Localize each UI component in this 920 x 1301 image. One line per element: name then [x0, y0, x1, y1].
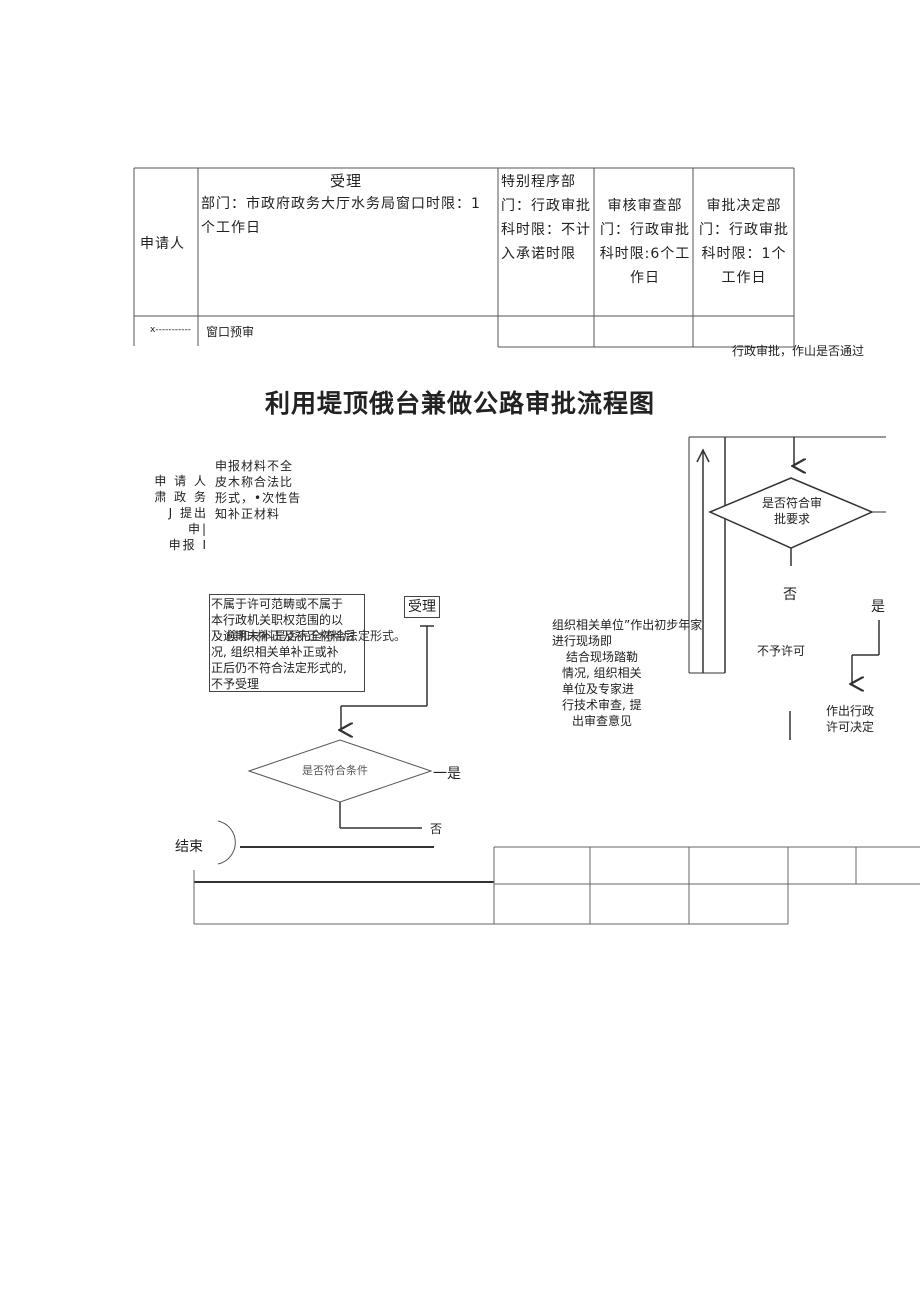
applicant-line: J 提出申|: [168, 506, 208, 536]
end-label: 结束: [175, 839, 203, 855]
approval-note: 行政审批，作山是否通过: [732, 344, 865, 358]
incomplete-line: 形式，•次性告: [215, 491, 302, 505]
accept-body: 部门：市政府政务大厅水务局窗口时限：1个工作日: [201, 196, 481, 236]
decision-cell: 审批决定部门：行政审批科时限：1个工作日: [699, 198, 789, 286]
applicant-line: 申报 I: [168, 538, 208, 552]
organize-line: 行技术审查, 提: [562, 698, 642, 712]
reject-line: 正后仍不符合法定形式的,: [211, 661, 347, 675]
review-cell: 审核审查部门：行政审批科时限:6个工作日: [599, 198, 691, 286]
applicant-label: 申请人: [140, 236, 185, 252]
organize-line: 进行现场即: [552, 634, 613, 648]
incomplete-materials-text: 申报材料不全 皮木称合法比 形式，•次性告 知补正材料: [215, 458, 301, 522]
yes-label-1: 一是: [433, 766, 461, 782]
accept-title: 受理: [330, 172, 363, 190]
condition-diamond-1: [247, 739, 433, 803]
diamond2-line: 是否符合审: [761, 496, 822, 510]
organize-line: 情况, 组织相关: [562, 666, 642, 680]
yes-label-2: 是: [871, 599, 885, 615]
applicant-line: 肃 政 务: [154, 490, 208, 504]
applicant-line: 申 请 人: [154, 474, 208, 488]
incomplete-line: 申报材料不全: [215, 459, 294, 473]
applicant-submit-text: 申 请 人 肃 政 务 J 提出申| 申报 I: [152, 473, 208, 553]
organize-line: 出审查意见: [572, 714, 633, 728]
overlap-text: 検和材料是否完全符合法定形式。: [226, 629, 407, 643]
page-title: 利用堤顶俄台兼做公路审批流程图: [264, 389, 655, 418]
incomplete-line: 皮木称合法比: [215, 475, 294, 489]
reject-line: 况, 组织相关单补正或补: [211, 645, 339, 659]
accept-node: 受理: [404, 596, 440, 618]
special-procedure-cell: 特别程序部门：行政审批科时限：不计入承诺时限: [501, 174, 591, 262]
window-precheck: 窗口预审: [206, 325, 255, 339]
diamond1-text: 是否符合条件: [302, 764, 368, 777]
not-accepted-box: 不属于许可范畴或不属于 本行政机关职权范围的以 及逾期未补正及补正材料后 况, …: [209, 594, 365, 692]
diamond2-line: 批要求: [773, 512, 810, 526]
decision-line: 许可决定: [826, 720, 875, 734]
reject-line: 及逾期未补正及补正材料后: [211, 629, 356, 643]
organize-line: 单位及专家进: [562, 682, 635, 696]
top-table-grid: [133, 167, 795, 348]
decision-line: 作出行政: [826, 704, 875, 718]
reject-line: 本行政机关职权范围的以: [211, 613, 344, 627]
end-terminator: [217, 820, 236, 865]
permit-decision-text: 作出行政 许可决定: [826, 703, 874, 735]
not-permit-text: 不予许可: [757, 644, 806, 658]
bottom-table-grid: [193, 846, 920, 925]
organize-line: 结合现场踏勒: [566, 650, 639, 664]
diamond2-text: 是否符合审 批要求: [760, 495, 824, 527]
organize-review-text: 组织相关单位”作出初步年家 进行现场即 结合现场踏勒 情况, 组织相关 单位及专…: [552, 617, 732, 729]
row2-left: x-----------: [150, 325, 192, 335]
organize-line: 组织相关单位”作出初步年家: [552, 618, 703, 632]
no-label-2: 否: [783, 587, 797, 603]
reject-line: 不属于许可范畴或不属于: [211, 597, 344, 611]
reject-line: 不予受理: [211, 677, 260, 691]
no-label-1: 否: [430, 822, 443, 836]
incomplete-line: 知补正材料: [215, 507, 281, 521]
